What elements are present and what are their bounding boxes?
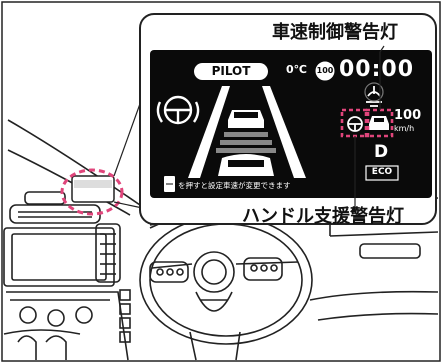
pilot-badge-bg — [194, 63, 268, 80]
small-cluster — [71, 175, 115, 203]
indicator-tower-icon — [366, 86, 382, 107]
speed-control-highlight — [364, 108, 394, 138]
small-cluster-ring — [60, 168, 124, 216]
gear-indicator: D — [374, 142, 389, 162]
clock-ring — [364, 82, 384, 102]
clock-readout: 00:00 — [339, 57, 415, 82]
set-speed-value: 100 — [394, 108, 422, 123]
steering-hands-icon — [156, 95, 200, 125]
hint-text: を押すと設定車速が変更できます — [178, 181, 291, 190]
temperature-readout: 0℃ — [286, 63, 307, 76]
set-speed-unit: km/h — [394, 124, 415, 133]
display-screen — [150, 50, 432, 198]
speed-limit-sign — [314, 60, 336, 82]
drive-mode-indicator: ECO — [371, 167, 393, 177]
eco-box — [365, 165, 399, 181]
lane-scene — [188, 86, 306, 178]
small-cluster-band — [74, 180, 112, 188]
speed-control-warning-label: 車速制御警告灯 — [272, 22, 398, 43]
speed-control-warning-icon — [369, 116, 389, 130]
speed-limit-value: 100 — [316, 66, 334, 75]
pilot-badge-text: PILOT — [211, 64, 251, 78]
steering-assist-warning-label: ハンドル支援警告灯 — [242, 206, 404, 227]
leader-line-top — [379, 45, 385, 110]
steering-assist-warning-icon — [347, 116, 363, 132]
